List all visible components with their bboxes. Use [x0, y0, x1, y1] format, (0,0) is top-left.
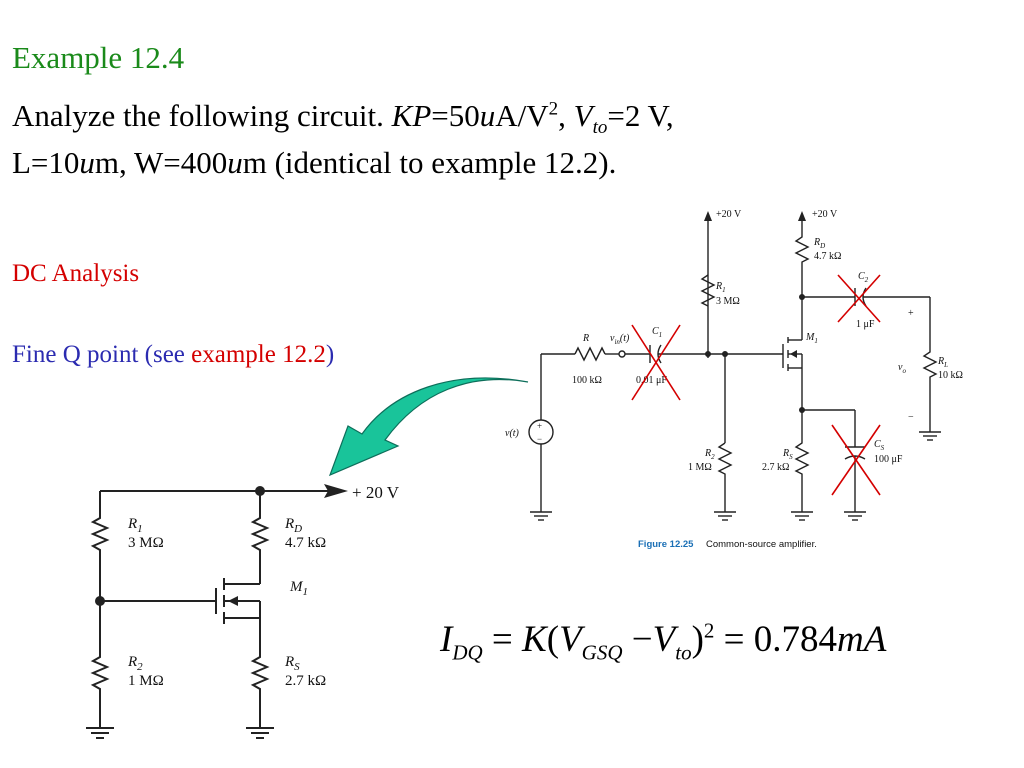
dc-resistor-r1	[90, 491, 110, 601]
resistor-r2	[717, 442, 733, 512]
svg-text:100 kΩ: 100 kΩ	[572, 375, 602, 386]
common-source-amplifier-figure: +20 V +20 V R1 3 MΩ RD 4.7 kΩ C2 1 μF RL…	[505, 209, 963, 550]
vdd-label-2: +20 V	[812, 209, 838, 220]
dc-transistor-label: M1	[289, 579, 308, 598]
svg-text:10 kΩ: 10 kΩ	[938, 370, 963, 381]
svg-text:RS: RS	[284, 654, 300, 673]
fine-q-point-text: Fine Q point (see example 12.2)	[12, 341, 335, 368]
svg-text:CS: CS	[874, 439, 885, 452]
svg-text:4.7 kΩ: 4.7 kΩ	[285, 535, 326, 551]
resistor-r1	[700, 274, 716, 307]
example-reference-link: example 12.2	[191, 341, 326, 368]
dc-resistor-r2	[90, 601, 110, 728]
figure-caption-number: Figure 12.25	[638, 539, 694, 550]
svg-text:−: −	[537, 434, 542, 444]
svg-text:R2: R2	[704, 448, 715, 461]
svg-text:R2: R2	[127, 654, 143, 673]
drain-current-equation: IDQ = K(VGSQ −Vto)2 = 0.784mA	[440, 618, 887, 665]
svg-text:−: −	[908, 412, 914, 423]
svg-text:RS: RS	[782, 448, 793, 461]
svg-text:1 μF: 1 μF	[856, 319, 875, 330]
dc-circuit-figure: + 20 V R1 3 MΩ R2 1 MΩ M1 RD 4.7 kΩ RS 2…	[86, 483, 400, 739]
svg-text:vin(t): vin(t)	[610, 333, 630, 346]
svg-text:3 MΩ: 3 MΩ	[716, 296, 740, 307]
svg-text:R1: R1	[715, 281, 726, 294]
svg-text:2.7 kΩ: 2.7 kΩ	[762, 462, 789, 473]
dc-vdd-label: + 20 V	[352, 483, 400, 502]
transistor-label: M1	[805, 332, 818, 345]
svg-text:1 MΩ: 1 MΩ	[128, 673, 164, 689]
svg-text:R1: R1	[127, 516, 143, 535]
resistor-rl	[922, 297, 938, 432]
svg-text:v(t): v(t)	[505, 428, 520, 439]
resistor-rd	[794, 233, 810, 330]
svg-text:2.7 kΩ: 2.7 kΩ	[285, 673, 326, 689]
dc-resistor-rs	[250, 601, 270, 728]
vdd-label-1: +20 V	[716, 209, 742, 220]
svg-text:C1: C1	[652, 326, 662, 339]
resistor-rs	[794, 410, 810, 512]
svg-text:+: +	[908, 308, 914, 319]
svg-text:vo: vo	[898, 362, 906, 375]
problem-line-1: Analyze the following circuit. KP=50uA/V…	[12, 98, 674, 139]
svg-text:3 MΩ: 3 MΩ	[128, 535, 164, 551]
svg-text:4.7 kΩ: 4.7 kΩ	[814, 251, 841, 262]
dc-analysis-heading: DC Analysis	[12, 260, 140, 287]
svg-text:RD: RD	[813, 237, 825, 250]
svg-text:100 μF: 100 μF	[874, 454, 903, 465]
svg-text:RD: RD	[284, 516, 302, 535]
svg-text:C2: C2	[858, 271, 869, 284]
resistor-r-source	[574, 346, 606, 362]
svg-text:RL: RL	[937, 356, 948, 369]
svg-text:1 MΩ: 1 MΩ	[688, 462, 712, 473]
figure-caption-text: Common-source amplifier.	[706, 539, 817, 550]
svg-text:R: R	[582, 333, 589, 344]
svg-text:0.01 μF: 0.01 μF	[636, 375, 667, 386]
dc-resistor-rd	[250, 491, 270, 584]
curved-arrow-icon	[328, 377, 529, 477]
svg-text:+: +	[537, 421, 542, 431]
slide-title: Example 12.4	[12, 40, 185, 75]
problem-line-2: L=10um, W=400um (identical to example 12…	[12, 145, 617, 180]
